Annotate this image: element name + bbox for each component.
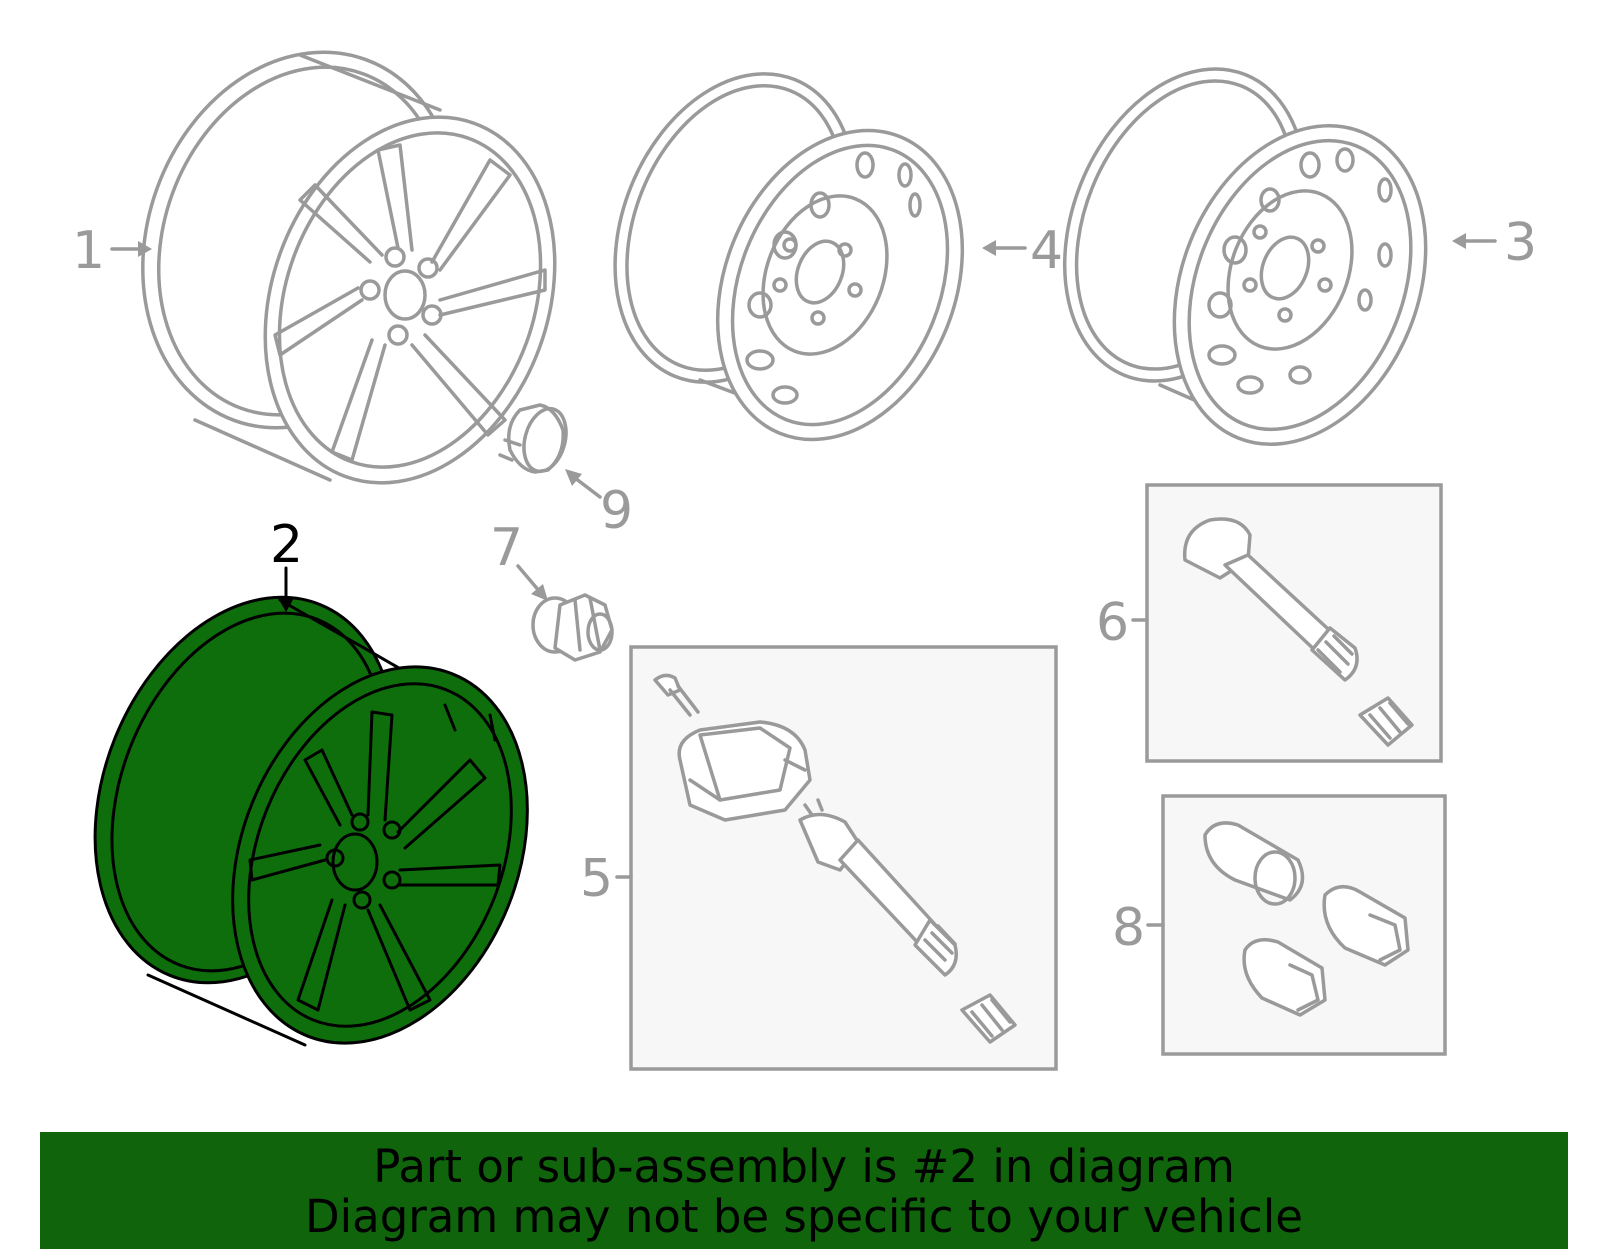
info-banner: Part or sub-assembly is #2 in diagram Di… — [40, 1132, 1568, 1249]
leader-7 — [516, 564, 548, 601]
callout-4: 4 — [1030, 221, 1063, 281]
banner-line-2: Diagram may not be specific to your vehi… — [305, 1190, 1303, 1243]
leader-2 — [278, 566, 294, 612]
part-8-wheel-lock-kit[interactable] — [1161, 794, 1447, 1056]
part-3-steel-wheel[interactable] — [1020, 33, 1471, 482]
callout-2: 2 — [270, 515, 303, 575]
banner-line-1: Part or sub-assembly is #2 in diagram — [373, 1140, 1235, 1193]
part-4-steel-wheel[interactable] — [571, 38, 1006, 477]
callout-5: 5 — [580, 849, 613, 909]
callout-1: 1 — [72, 221, 105, 281]
leader-9 — [565, 469, 602, 499]
part-2-alloy-wheel[interactable] — [40, 552, 581, 1087]
callout-9: 9 — [600, 481, 633, 541]
part-7-lug-nut[interactable] — [531, 593, 614, 662]
part-1-alloy-wheel[interactable] — [91, 8, 603, 524]
callout-8: 8 — [1112, 898, 1145, 958]
callout-7: 7 — [490, 518, 523, 578]
leader-3 — [1452, 233, 1497, 249]
leader-4 — [982, 240, 1027, 256]
leader-1 — [110, 241, 152, 257]
part-9-center-cap[interactable] — [498, 403, 573, 476]
callout-3: 3 — [1504, 213, 1537, 273]
callout-6: 6 — [1096, 593, 1129, 653]
part-6-valve-stem-kit[interactable] — [1145, 483, 1443, 763]
part-5-tpms-sensor-kit[interactable] — [629, 645, 1058, 1071]
